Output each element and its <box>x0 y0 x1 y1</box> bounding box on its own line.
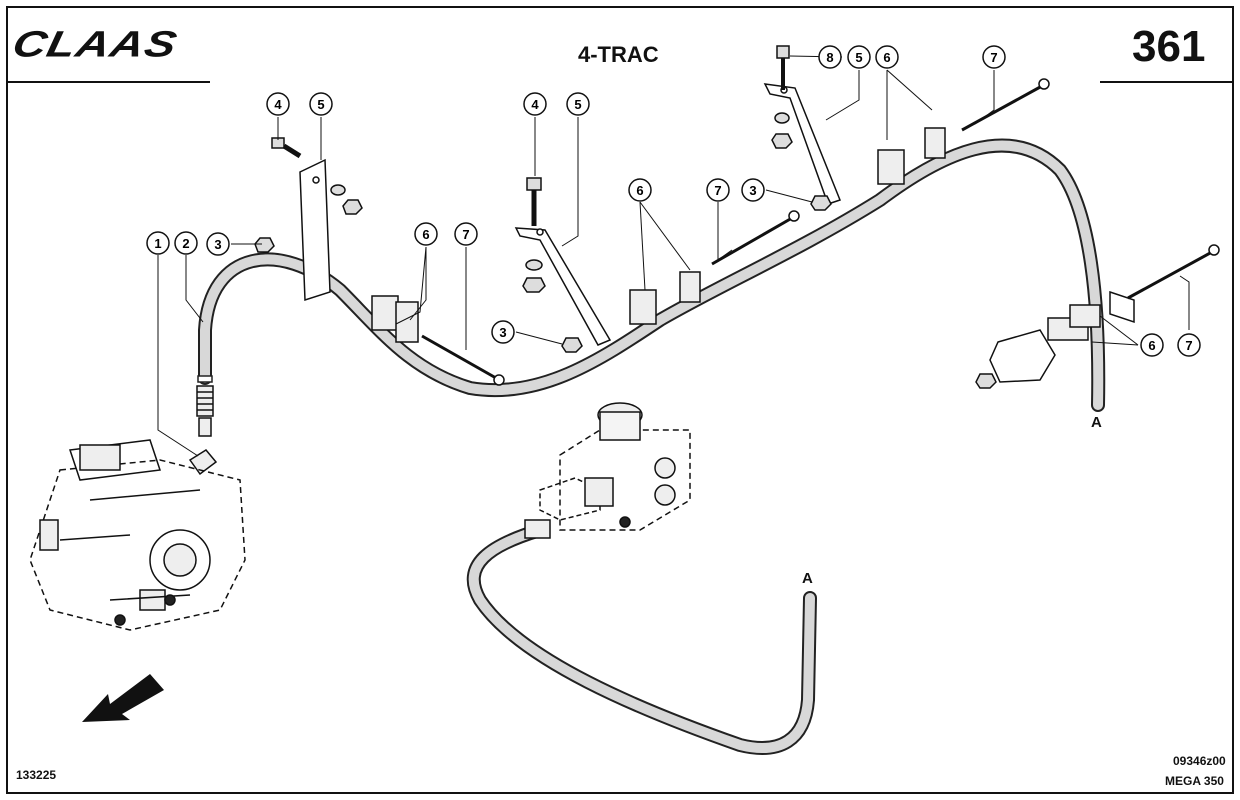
callout-number: 7 <box>462 227 469 242</box>
sheet-border <box>6 6 1234 794</box>
callout-c7b: 7 <box>706 178 730 202</box>
callout-c5a: 5 <box>309 92 333 116</box>
footer-reference-code: 09346z00 <box>1173 754 1226 768</box>
diagram-title: 4-TRAC <box>578 42 659 67</box>
fasteners <box>254 45 997 389</box>
callout-number: 3 <box>499 325 506 340</box>
callout-c2: 2 <box>174 231 198 255</box>
callout-number: 2 <box>182 236 189 251</box>
leader-lines <box>157 55 1190 457</box>
callout-circle <box>1140 333 1164 357</box>
callout-circle <box>706 178 730 202</box>
callout-circle <box>982 45 1006 69</box>
callout-c5c: 5 <box>847 45 871 69</box>
callout-number: 1 <box>154 236 161 251</box>
callout-number: 7 <box>990 50 997 65</box>
callout-c4b: 4 <box>523 92 547 116</box>
callout-circle <box>875 45 899 69</box>
callout-number: 7 <box>714 183 721 198</box>
callout-circle <box>566 92 590 116</box>
callout-number: 4 <box>274 97 282 112</box>
callout-number: 6 <box>636 183 643 198</box>
control-valve-block <box>524 402 691 539</box>
callout-number: 7 <box>1185 338 1192 353</box>
connection-marker-upper: A <box>1091 414 1102 431</box>
callout-c5b: 5 <box>566 92 590 116</box>
footer-drawing-number: 133225 <box>16 768 57 782</box>
callout-number: 6 <box>1148 338 1155 353</box>
lower-hose <box>466 523 817 755</box>
callout-number: 6 <box>883 50 890 65</box>
page-number: 361 <box>1132 22 1206 71</box>
callout-c6b: 6 <box>628 178 652 202</box>
callout-number: 4 <box>531 97 539 112</box>
retaining-bolts <box>421 78 1220 386</box>
main-hose <box>198 138 1106 412</box>
callout-circle <box>146 231 170 255</box>
callout-c3c: 3 <box>741 178 765 202</box>
callout-c7d: 7 <box>1177 333 1201 357</box>
hose-clamps <box>371 127 1135 383</box>
callout-c7c: 7 <box>982 45 1006 69</box>
callout-circle <box>847 45 871 69</box>
hose-fitting-left <box>188 385 218 476</box>
direction-arrow-icon <box>82 674 164 722</box>
callout-c7a: 7 <box>454 222 478 246</box>
callout-number: 5 <box>855 50 862 65</box>
connection-marker-lower: A <box>802 570 813 587</box>
hydraulic-pump <box>29 439 246 631</box>
callout-circle <box>454 222 478 246</box>
callout-number: 3 <box>749 183 756 198</box>
callout-number: 5 <box>317 97 324 112</box>
callout-c4a: 4 <box>266 92 290 116</box>
callout-circle <box>206 232 230 256</box>
callout-circle <box>1177 333 1201 357</box>
callout-c1: 1 <box>146 231 170 255</box>
callout-circle <box>309 92 333 116</box>
callout-circle <box>414 222 438 246</box>
hose-break-left <box>197 375 213 383</box>
callout-circle <box>628 178 652 202</box>
callout-number: 8 <box>826 50 833 65</box>
bracket-center <box>514 227 612 346</box>
callout-circle <box>174 231 198 255</box>
callout-circle <box>741 178 765 202</box>
callout-c3b: 3 <box>491 320 515 344</box>
bracket-left <box>299 158 331 302</box>
callout-number: 5 <box>574 97 581 112</box>
callout-c3a: 3 <box>206 232 230 256</box>
callout-number: 3 <box>214 237 221 252</box>
callout-c6d: 6 <box>1140 333 1164 357</box>
callout-c6a: 6 <box>414 222 438 246</box>
callout-circle <box>523 92 547 116</box>
callout-c8: 8 <box>818 45 842 69</box>
footer-model: MEGA 350 <box>1165 774 1224 788</box>
callout-circle <box>818 45 842 69</box>
callout-c6c: 6 <box>875 45 899 69</box>
callout-number: 6 <box>422 227 429 242</box>
brand-logo: CLAAS <box>8 22 182 65</box>
callout-circle <box>266 92 290 116</box>
callout-circle <box>491 320 515 344</box>
